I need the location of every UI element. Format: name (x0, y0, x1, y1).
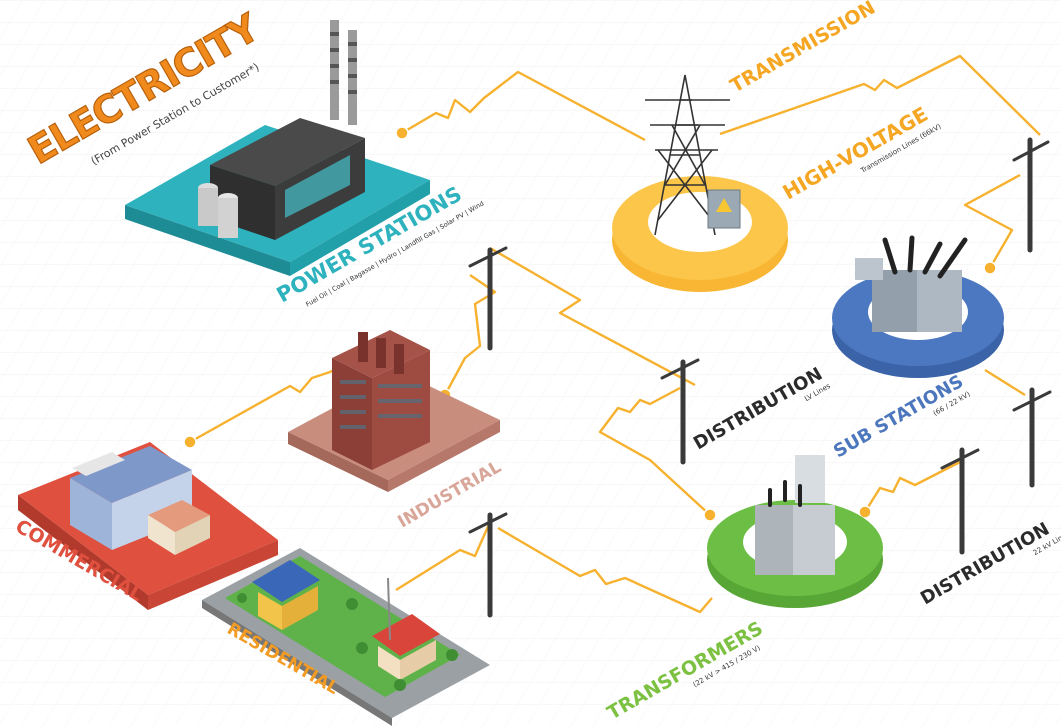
residential-illustration (202, 548, 490, 726)
pole-center (468, 246, 508, 351)
substation-illustration (832, 235, 1004, 378)
pole-distribution (660, 358, 700, 465)
industrial-illustration (288, 330, 500, 492)
utility-poles (468, 137, 1052, 618)
pole-substation-right (1012, 387, 1052, 488)
wire-substation-to-pole (984, 368, 1026, 397)
wires (189, 54, 1041, 614)
wire-residential (395, 521, 492, 592)
wire-residential-to-transformer (497, 526, 713, 614)
wire-tower-to-pole-right (719, 54, 1041, 136)
transformer-illustration (707, 455, 883, 608)
wire-dist-to-transformer (598, 386, 711, 516)
commercial-illustration (18, 442, 278, 610)
pole-distribution-right (940, 447, 980, 555)
power-station-illustration (125, 20, 430, 276)
wire-pole-to-transformer-right (863, 460, 961, 513)
transmission-illustration (612, 74, 788, 292)
wire-pole-industrial (489, 246, 696, 387)
pole-top-right (1012, 137, 1050, 253)
pole-residential (468, 512, 508, 618)
wire-power-to-tower (401, 70, 646, 142)
wire-pole-right-to-substation (963, 173, 1021, 269)
